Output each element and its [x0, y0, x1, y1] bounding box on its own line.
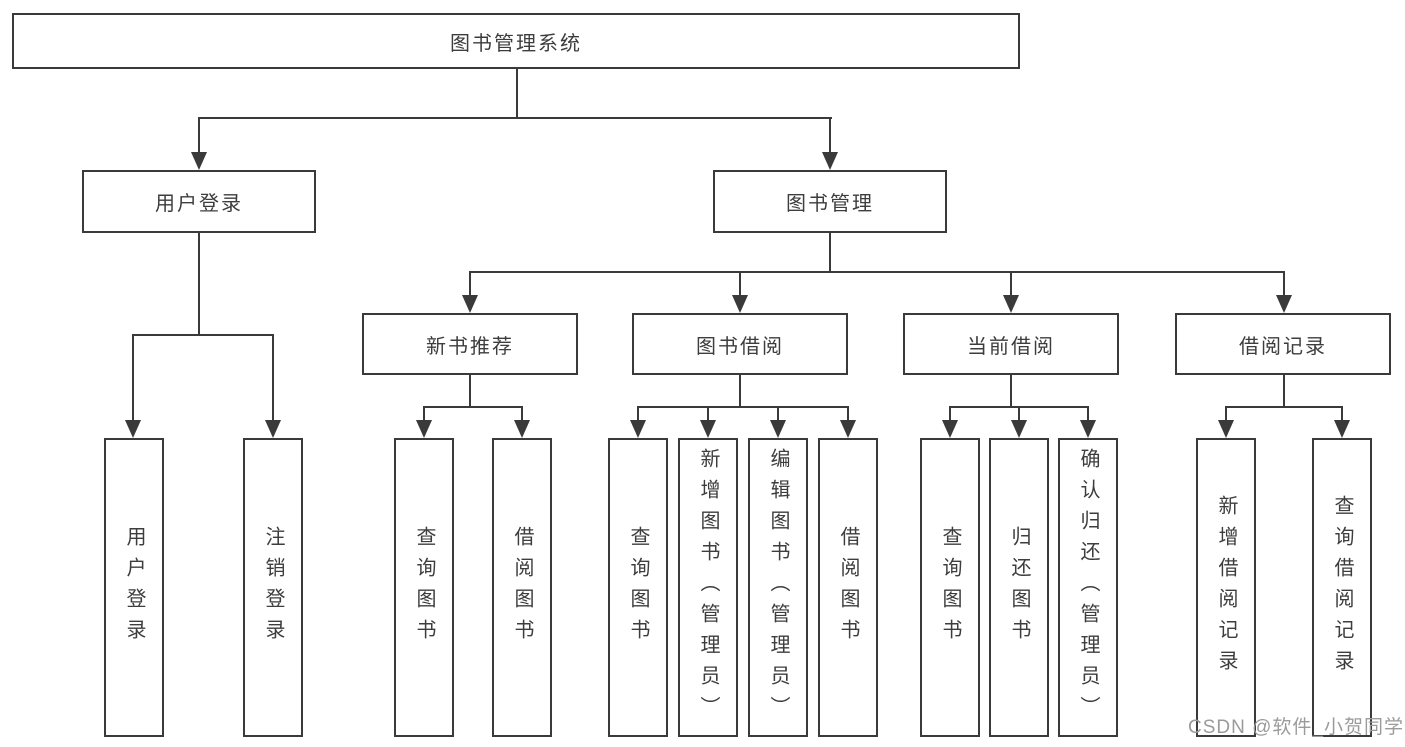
connector-line — [1010, 271, 1012, 297]
node-label: 新书推荐 — [426, 335, 514, 358]
node-label: 查询图书 — [627, 525, 649, 650]
leaf-add-borrow-record: 新增借阅记录 — [1196, 438, 1256, 737]
arrowhead-down-icon — [1080, 420, 1096, 438]
node-label: 借阅图书 — [511, 525, 533, 650]
connector-line — [198, 117, 200, 153]
arrowhead-down-icon — [1276, 295, 1292, 313]
node-label: 图书管理 — [786, 193, 874, 215]
connector-line — [829, 233, 831, 273]
node-label: 确认归还（管理员） — [1077, 448, 1099, 727]
arrowhead-down-icon — [1003, 295, 1019, 313]
arrowhead-down-icon — [822, 152, 838, 170]
connector-line — [1341, 406, 1343, 422]
arrowhead-down-icon — [265, 420, 281, 438]
node-label: 当前借阅 — [967, 335, 1055, 358]
arrowhead-down-icon — [700, 420, 716, 438]
arrowhead-down-icon — [840, 420, 856, 438]
arrowhead-down-icon — [732, 295, 748, 313]
leaf-edit-books-admin: 编辑图书（管理员） — [748, 438, 808, 737]
leaf-borrow-books-1: 借阅图书 — [492, 438, 552, 737]
arrowhead-down-icon — [942, 420, 958, 438]
node-label: 查询图书 — [413, 525, 435, 650]
connector-line — [739, 375, 741, 408]
node-label: 用户登录 — [123, 525, 145, 650]
connector-line — [198, 117, 832, 119]
connector-line — [521, 406, 523, 422]
node-label: 图书管理系统 — [450, 32, 582, 55]
connector-line — [469, 271, 1285, 273]
leaf-return-books: 归还图书 — [989, 438, 1049, 737]
connector-line — [272, 334, 274, 420]
connector-line — [469, 271, 471, 297]
node-label: 借阅记录 — [1239, 335, 1327, 358]
arrowhead-down-icon — [514, 420, 530, 438]
connector-line — [1010, 375, 1012, 408]
node-book-borrowing: 图书借阅 — [632, 313, 848, 375]
leaf-borrow-books-2: 借阅图书 — [818, 438, 878, 737]
connector-line — [423, 406, 425, 422]
node-label: 查询借阅记录 — [1331, 494, 1353, 681]
leaf-query-borrow-record: 查询借阅记录 — [1312, 438, 1372, 737]
node-current-borrowing: 当前借阅 — [903, 313, 1119, 375]
node-borrow-records: 借阅记录 — [1175, 313, 1391, 375]
node-user-login: 用户登录 — [82, 170, 316, 233]
connector-line — [132, 334, 134, 420]
node-new-book-recommend: 新书推荐 — [362, 313, 578, 375]
csdn-watermark: CSDN @软件_小贺同学 — [1188, 717, 1404, 738]
connector-line — [829, 117, 831, 153]
connector-line — [707, 406, 709, 422]
node-label: 图书借阅 — [696, 335, 784, 358]
leaf-user-login: 用户登录 — [104, 438, 164, 737]
node-root-library-system: 图书管理系统 — [12, 13, 1020, 69]
node-label: 编辑图书（管理员） — [767, 448, 789, 727]
arrowhead-down-icon — [1011, 420, 1027, 438]
connector-line — [949, 406, 951, 422]
connector-line — [1283, 375, 1285, 408]
arrowhead-down-icon — [191, 152, 207, 170]
connector-line — [847, 406, 849, 422]
connector-line — [1225, 406, 1343, 408]
node-label: 用户登录 — [155, 193, 243, 215]
node-label: 新增图书（管理员） — [697, 448, 719, 727]
connector-line — [1225, 406, 1227, 422]
connector-line — [777, 406, 779, 422]
arrowhead-down-icon — [1334, 420, 1350, 438]
arrowhead-down-icon — [125, 420, 141, 438]
connector-line — [1283, 271, 1285, 297]
arrowhead-down-icon — [462, 295, 478, 313]
arrowhead-down-icon — [416, 420, 432, 438]
leaf-query-books-2: 查询图书 — [608, 438, 668, 737]
node-label: 归还图书 — [1008, 525, 1030, 650]
leaf-query-books-3: 查询图书 — [920, 438, 980, 737]
node-book-management: 图书管理 — [713, 170, 947, 233]
leaf-query-books-1: 查询图书 — [394, 438, 454, 737]
connector-line — [198, 233, 200, 336]
connector-line — [637, 406, 849, 408]
node-label: 借阅图书 — [837, 525, 859, 650]
connector-line — [423, 406, 523, 408]
arrowhead-down-icon — [630, 420, 646, 438]
node-label: 新增借阅记录 — [1215, 494, 1237, 681]
arrowhead-down-icon — [770, 420, 786, 438]
connector-line — [1087, 406, 1089, 422]
connector-line — [469, 375, 471, 408]
connector-line — [739, 271, 741, 297]
node-label: 注销登录 — [262, 525, 284, 650]
connector-line — [1018, 406, 1020, 422]
leaf-confirm-return-admin: 确认归还（管理员） — [1058, 438, 1118, 737]
connector-line — [132, 334, 274, 336]
node-label: 查询图书 — [939, 525, 961, 650]
connector-line — [516, 67, 518, 118]
leaf-add-books-admin: 新增图书（管理员） — [678, 438, 738, 737]
arrowhead-down-icon — [1218, 420, 1234, 438]
connector-line — [637, 406, 639, 422]
leaf-logout: 注销登录 — [243, 438, 303, 737]
